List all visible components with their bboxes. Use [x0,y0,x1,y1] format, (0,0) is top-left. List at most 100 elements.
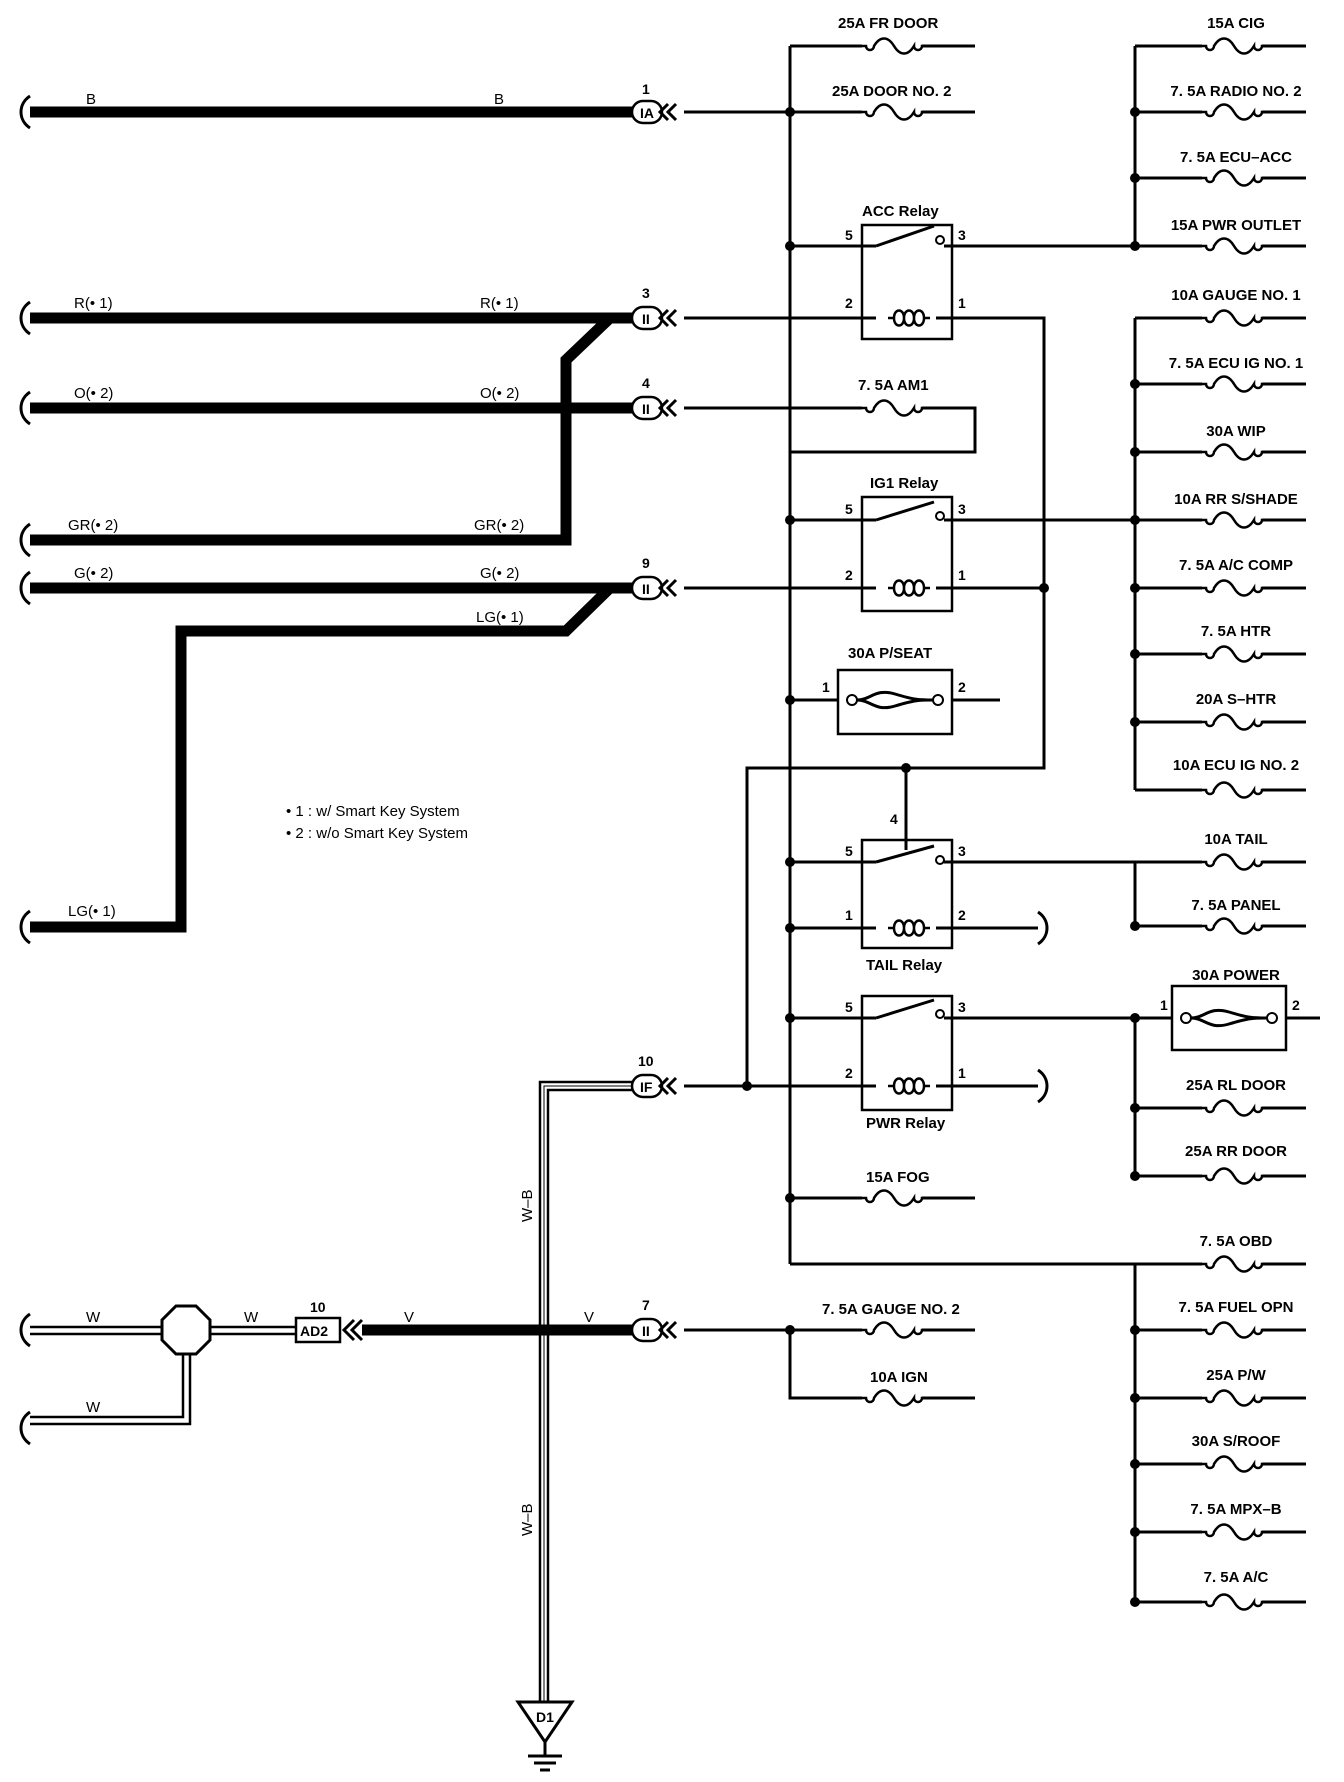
fuse-icon [1202,169,1266,187]
junction-dot [1130,1527,1140,1537]
fuse-icon [1202,917,1266,935]
connector-1: IA 1 [630,81,678,125]
wire-label-g-right: G(• 2) [480,565,519,582]
pin-number: 3 [958,999,966,1015]
fuse-label-right: 25A P/W [1206,1367,1266,1384]
relay-label-pwr: PWR Relay [866,1115,946,1132]
junction-dot [1130,1325,1140,1335]
pin-number: 2 [958,679,966,695]
pin-number: 2 [1292,997,1300,1013]
pin-number: 5 [845,227,853,243]
splice-point-icon [160,1304,212,1356]
fuse-icon [1202,1167,1266,1185]
junction-dot [1130,173,1140,183]
connector-code: II [642,401,650,417]
left-harness [30,106,640,1336]
power-breaker [1170,984,1288,1052]
pin-number: 3 [958,501,966,517]
fuse-label-right: 15A CIG [1207,15,1265,32]
central-bus [684,37,1172,1407]
fuse-label-right: 30A POWER [1192,967,1280,984]
pin-number: 5 [845,999,853,1015]
ground-wire: D1 [515,1080,632,1772]
junction-dot [1130,447,1140,457]
connector-number: 10 [638,1053,654,1069]
fuse-icon [1202,645,1266,663]
wire-label-w-mid: W [244,1309,259,1326]
junction-dot [1130,1171,1140,1181]
fuse-label-gauge-no2: 7. 5A GAUGE NO. 2 [822,1301,960,1318]
ground-label: D1 [536,1709,554,1725]
fuse-label-right: 10A RR S/SHADE [1174,491,1298,508]
wire-label-r-left: R(• 1) [74,295,113,312]
fuse-icon [1202,511,1266,529]
junction-dot [1130,717,1140,727]
fuse-label-right: 10A TAIL [1204,831,1267,848]
fuse-icon [1202,37,1266,55]
wire-label-lg-left: LG(• 1) [68,903,116,920]
junction-dot [1130,649,1140,659]
wire-terminations [19,94,31,1446]
fuse-icon [1202,579,1266,597]
pin-number: 1 [1160,997,1168,1013]
wire-label-lg-mid: LG(• 1) [476,609,524,626]
wire-label-w-top: W [86,1309,101,1326]
connector-4: II 4 [630,375,678,421]
connector-code: IF [640,1079,653,1095]
fuse-label-right: 10A ECU IG NO. 2 [1173,757,1299,774]
fuse-label-right: 7. 5A FUEL OPN [1178,1299,1293,1316]
ground-icon [515,1700,575,1745]
w-wires [30,1304,296,1426]
connector-number: 4 [642,375,650,391]
fuse-icon [1202,1321,1266,1339]
junction-dot [1130,1013,1140,1023]
fuse-label-right: 7. 5A OBD [1200,1233,1273,1250]
footnote-1: • 1 : w/ Smart Key System [286,803,460,820]
junction-dot [1130,1459,1140,1469]
connector-code: IA [640,105,654,121]
fuse-label-right: 7. 5A MPX–B [1190,1501,1281,1518]
wire-label-w-bot: W [86,1399,101,1416]
connector-9: II 9 [630,555,678,601]
connector-number: 9 [642,555,650,571]
connector-ad2: AD2 10 [294,1299,364,1344]
connector-number: 10 [310,1299,326,1315]
fuse-label-right: 7. 5A PANEL [1191,897,1280,914]
relay-label-ig1: IG1 Relay [870,475,939,492]
junction-dot [1130,1393,1140,1403]
junction-dot [1130,241,1140,251]
pin-number: 4 [890,811,898,827]
pin-number: 5 [845,501,853,517]
pin-number: 3 [958,843,966,859]
junction-dot [1130,1103,1140,1113]
pin-number: 1 [958,567,966,583]
fuse-icon [1202,237,1266,255]
junction-dot [1130,583,1140,593]
connector-code: II [642,581,650,597]
wire-label-wb-bot: W–B [519,1503,536,1536]
wire-label-g-left: G(• 2) [74,565,113,582]
p-seat-breaker [836,668,954,736]
wire-label-o-left: O(• 2) [74,385,113,402]
fuse-icon [1202,1455,1266,1473]
fuse-label-right: 7. 5A A/C COMP [1179,557,1293,574]
footnote-2: • 2 : w/o Smart Key System [286,825,468,842]
pin-number: 2 [845,1065,853,1081]
fuse-label-right: 10A GAUGE NO. 1 [1171,287,1300,304]
fuse-label-right: 7. 5A ECU–ACC [1180,149,1292,166]
fuse-icon [1202,713,1266,731]
fuse-label-p-seat: 30A P/SEAT [848,645,932,662]
fuse-label-right: 30A S/ROOF [1192,1433,1281,1450]
junction-dot [1130,921,1140,931]
wire-label-b-right: B [494,91,504,108]
fuse-label-right: 7. 5A A/C [1204,1569,1269,1586]
wire-label-wb-top: W–B [519,1189,536,1222]
fuse-label-right: 20A S–HTR [1196,691,1276,708]
fuse-label-right: 7. 5A ECU IG NO. 1 [1169,355,1303,372]
fuse-icon [1202,103,1266,121]
fuse-label-door-no2: 25A DOOR NO. 2 [832,83,951,100]
wire-label-gr-right: GR(• 2) [474,517,524,534]
wire-label-o-right: O(• 2) [480,385,519,402]
relay-pins: 5 3 2 1 5 3 2 1 1 2 4 5 3 1 2 5 3 2 1 1 … [822,227,1300,1081]
fuse-icon [1202,1523,1266,1541]
